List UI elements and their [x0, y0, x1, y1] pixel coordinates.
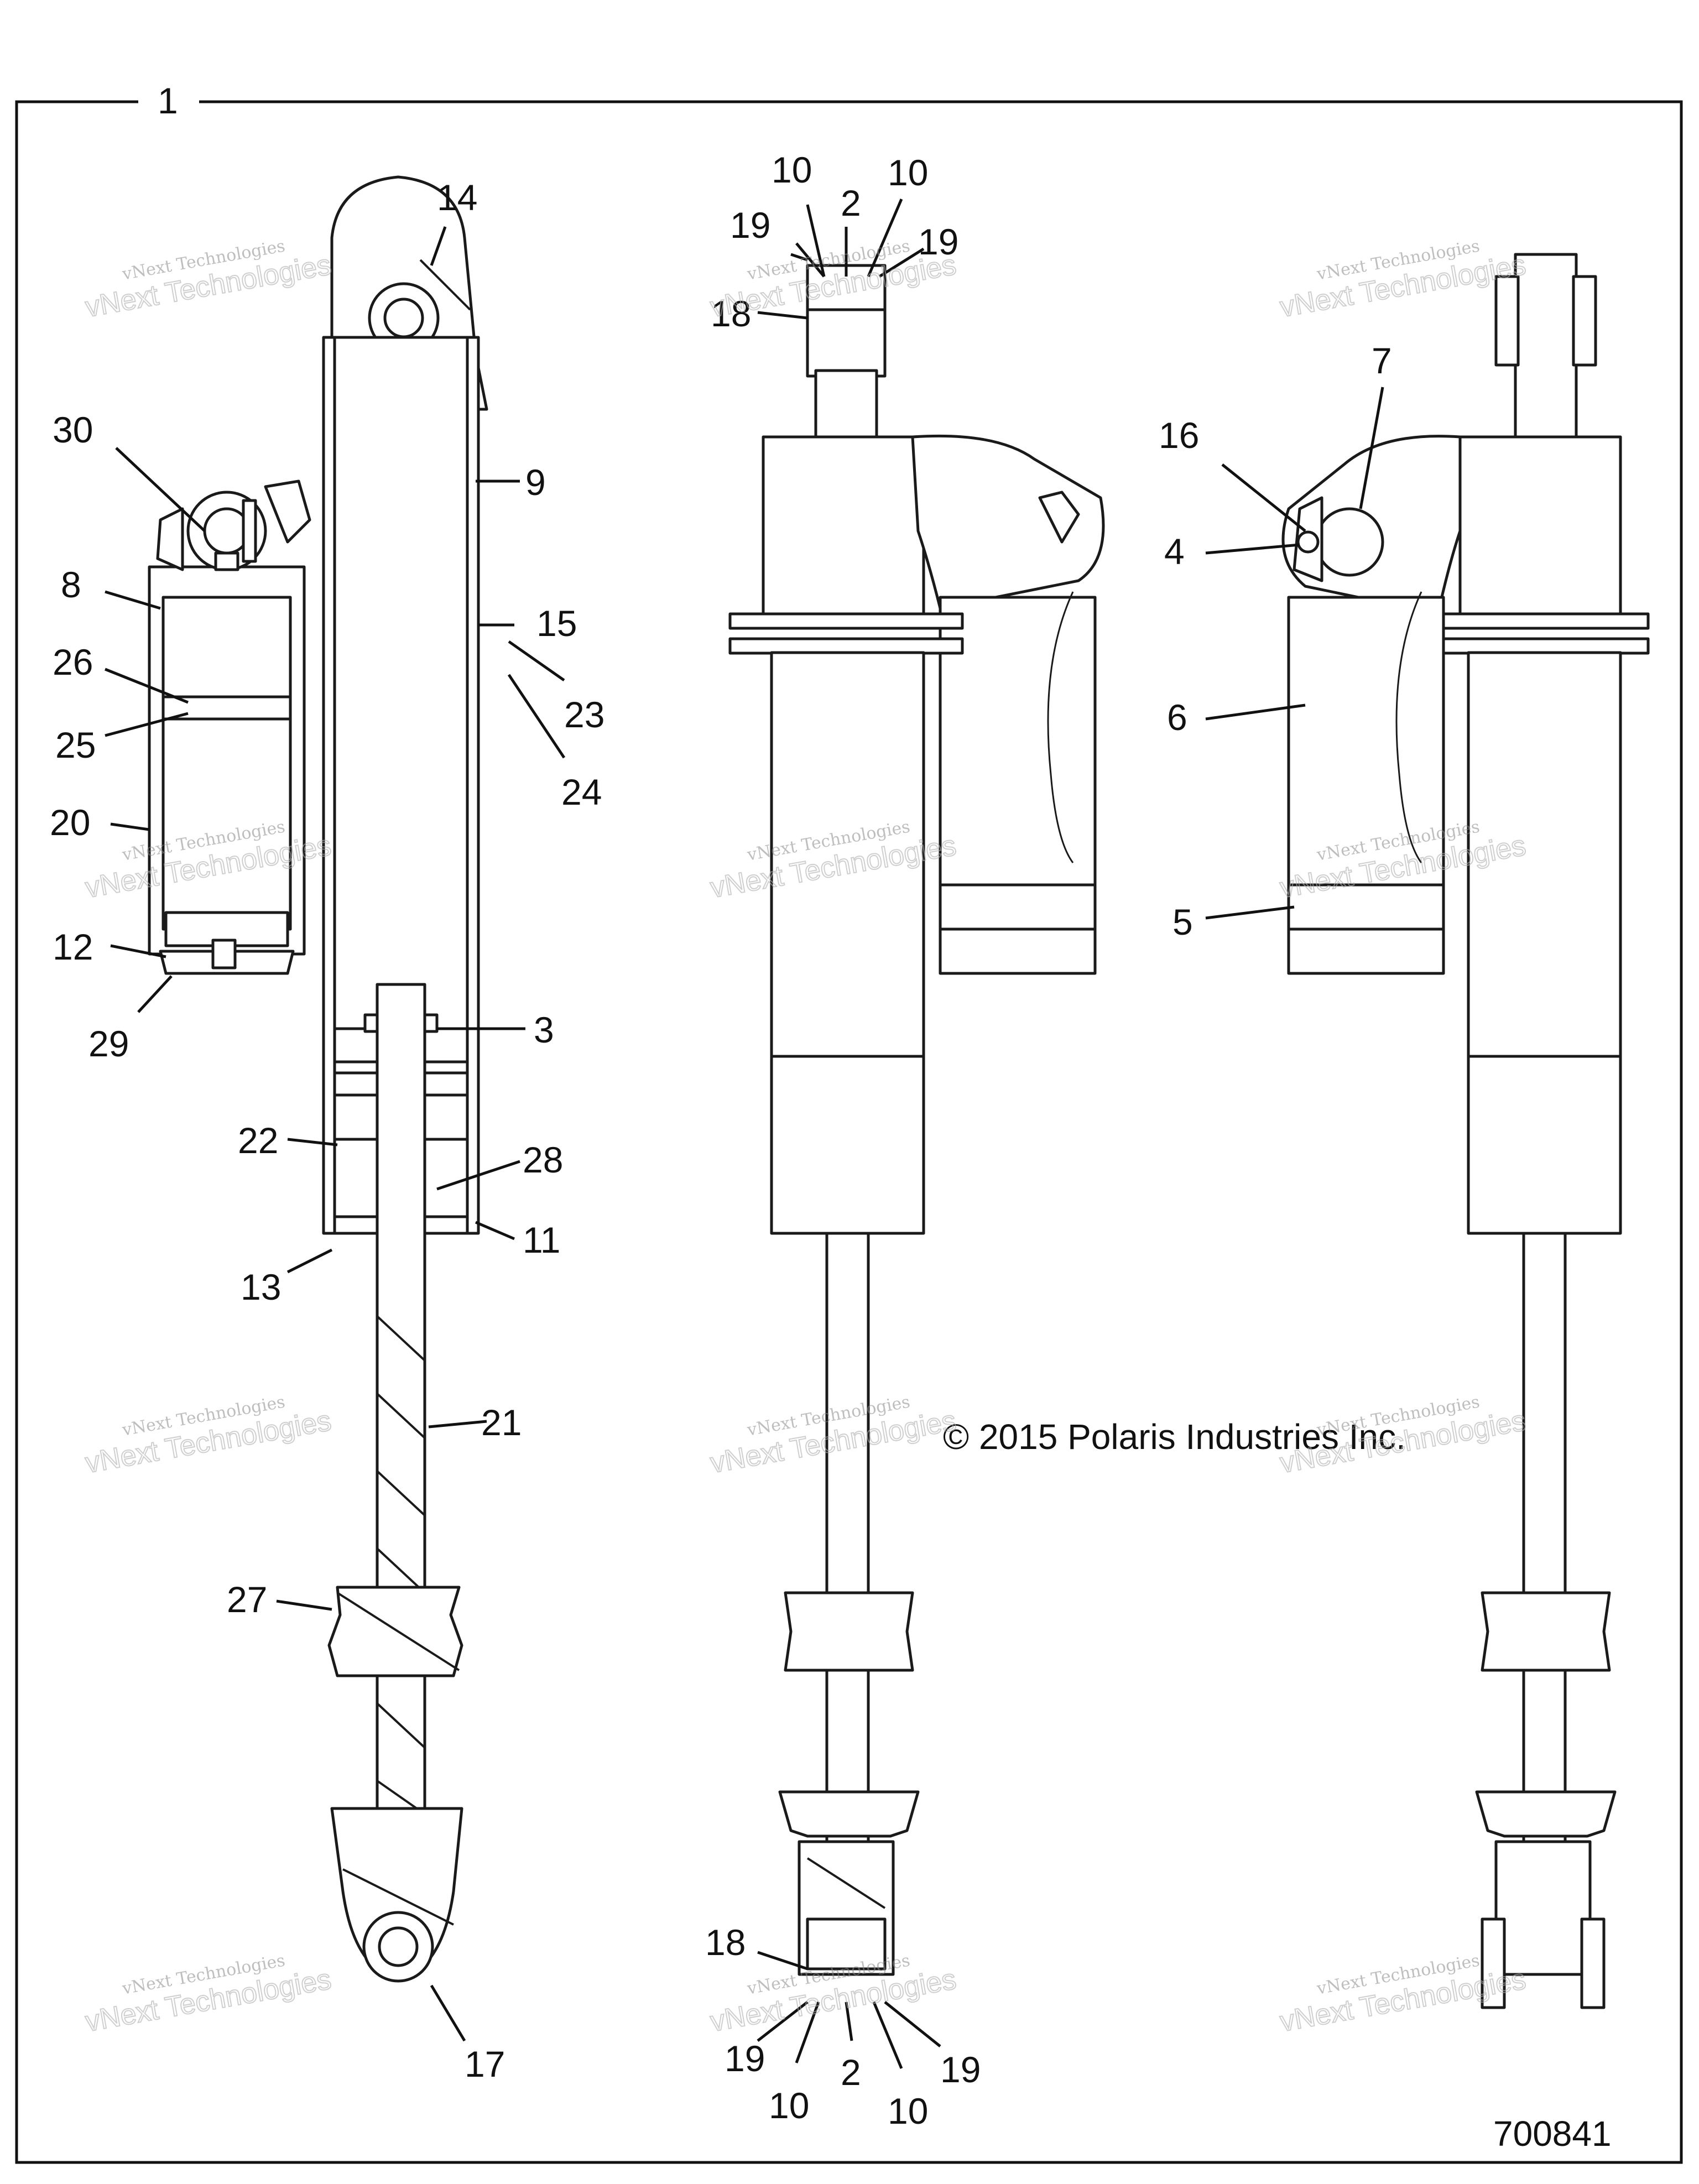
callout-30: 30 [53, 409, 93, 450]
leader-lines [105, 199, 1384, 2069]
callout-18-top: 18 [711, 293, 751, 334]
callout-16: 16 [1159, 415, 1199, 456]
callout-24: 24 [561, 772, 602, 812]
callout-22: 22 [238, 1120, 278, 1161]
callout-19-top-left: 19 [730, 205, 770, 246]
callout-10-bottom-right: 10 [888, 2091, 928, 2131]
callout-26: 26 [53, 642, 93, 682]
callout-9: 9 [525, 462, 546, 503]
callout-2-top: 2 [841, 183, 861, 223]
callout-labels: 1 14 30 9 8 15 26 23 25 24 20 12 29 3 22… [50, 80, 1392, 2131]
callout-25: 25 [55, 724, 96, 765]
watermark: vNext Technologies vNext Technologies [82, 1393, 334, 1481]
callout-19-bottom-right: 19 [940, 2049, 981, 2090]
callout-12: 12 [53, 926, 93, 967]
callout-18-bottom: 18 [705, 1922, 746, 1963]
assembly-callout: 1 [158, 80, 178, 121]
callout-8: 8 [61, 564, 81, 605]
exterior-view-shock-center [728, 264, 1105, 1976]
callout-15: 15 [536, 603, 577, 644]
callout-4: 4 [1164, 531, 1185, 572]
callout-28: 28 [523, 1139, 563, 1180]
callout-3: 3 [534, 1009, 554, 1050]
callout-7: 7 [1372, 340, 1392, 381]
callout-23: 23 [564, 694, 604, 735]
callout-19-bottom-left: 19 [725, 2038, 765, 2079]
callout-13: 13 [241, 1266, 281, 1307]
callout-10-top-right: 10 [888, 152, 928, 193]
watermark: vNext Technologies vNext Technologies [82, 237, 334, 325]
callout-17: 17 [465, 2044, 505, 2084]
watermark: vNext Technologies vNext Technologies [1277, 237, 1529, 325]
exterior-view-shock-right [1281, 253, 1650, 2009]
callout-10-bottom-left: 10 [769, 2085, 809, 2126]
callout-5: 5 [1172, 901, 1193, 942]
assembly-frame [15, 100, 1683, 2164]
callout-21: 21 [481, 1402, 522, 1443]
callout-29: 29 [88, 1023, 129, 1064]
watermark: vNext Technologies vNext Technologies [82, 1951, 334, 2039]
callout-11: 11 [523, 1219, 561, 1260]
callout-19-top-right: 19 [918, 221, 958, 262]
copyright-notice: © 2015 Polaris Industries Inc. [943, 1417, 1406, 1457]
callout-10-top-left: 10 [772, 149, 812, 190]
callout-2-bottom: 2 [841, 2052, 861, 2093]
callout-27: 27 [227, 1579, 267, 1620]
drawing-number: 700841 [1493, 2114, 1612, 2154]
callout-6: 6 [1167, 697, 1187, 738]
callout-20: 20 [50, 802, 90, 843]
section-view-shock [148, 175, 488, 1983]
callout-14: 14 [437, 177, 477, 218]
